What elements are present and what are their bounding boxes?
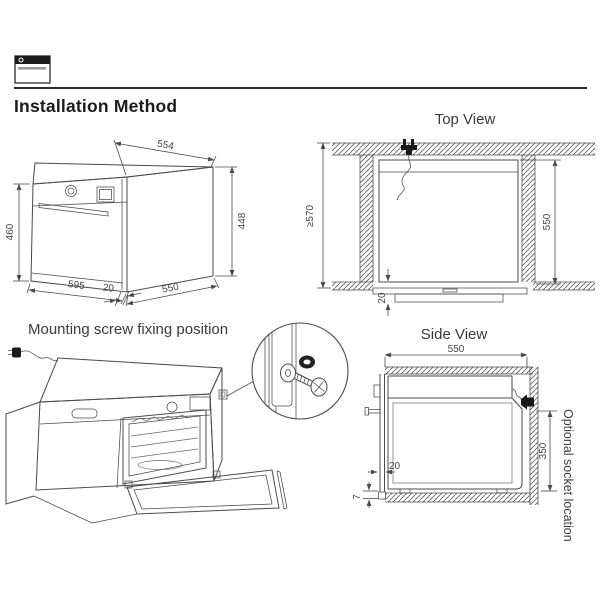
top-view-title: Top View [434,111,496,128]
socket-plug-icon [511,388,534,410]
baking-tray [137,460,183,470]
dim-height-left: 460 [5,223,16,240]
door-handle-side [364,407,380,416]
control-knob [166,401,178,413]
dim-bottom-lip: 7 [352,494,363,500]
oven-outline-top [372,159,528,303]
dim-depth-top: 554 [156,139,175,153]
dim-niche-depth: ≥570 [305,204,316,227]
page-title: Installation Method [14,96,178,116]
mounting-screw-icon [280,363,328,397]
top-view-drawing: ≥570 550 20 [305,139,595,316]
mounting-hole [218,389,228,400]
control-panel-edge [373,384,381,398]
door-handle [276,470,288,510]
socket-location-note: Optional socket location [561,409,575,542]
oven-body [30,162,214,293]
mains-cord [20,350,59,362]
heating-element [131,414,189,423]
door-handle [38,203,109,217]
open-door [126,469,280,515]
dim-width-bottom: 595 [67,279,85,292]
oven-side-outline [364,374,523,500]
control-knob [65,185,77,197]
top-view-dimensions: ≥570 550 20 [305,142,561,316]
washer [280,363,296,383]
screw-detail-bubble [251,322,349,420]
side-view-title: Side View [420,326,488,343]
oven-icon-control-band [15,56,50,64]
mounting-title: Mounting screw fixing position [28,321,229,338]
dim-depth-bottom: 550 [161,281,180,295]
dim-front-lip: 20 [102,282,115,294]
mains-plug-icon [8,347,59,362]
dim-socket-height: 350 [538,442,549,459]
iso-dimensions: 554 460 448 595 20 550 [5,139,248,307]
side-view-dimensions: 550 350 20 7 Optional socket location [352,345,575,542]
dim-front-frame: 20 [389,461,401,472]
mounting-drawing [5,322,349,524]
oven-icon-handle [18,67,46,70]
header-divider [14,87,587,89]
cabinet-handle-recess [71,408,98,419]
oven-icon-knob [18,57,24,63]
cavity-opening [122,409,207,485]
oven-icon [14,55,51,84]
dim-front-gap: 20 [377,292,388,304]
power-cord [396,154,411,201]
dim-height-right: 448 [237,212,248,229]
niche-walls [332,142,595,291]
side-view-drawing: 550 350 20 7 Optional socket location [352,345,575,542]
dim-depth: 550 [448,345,465,355]
display-panel [96,186,115,203]
dim-cavity-depth: 550 [542,213,553,230]
open-oven [5,357,288,524]
power-plug-icon [396,139,417,201]
display-panel [189,396,211,411]
isometric-drawing: 554 460 448 595 20 550 [5,139,248,307]
detail-leader-line [226,380,255,397]
cabinet-panels [385,366,539,505]
